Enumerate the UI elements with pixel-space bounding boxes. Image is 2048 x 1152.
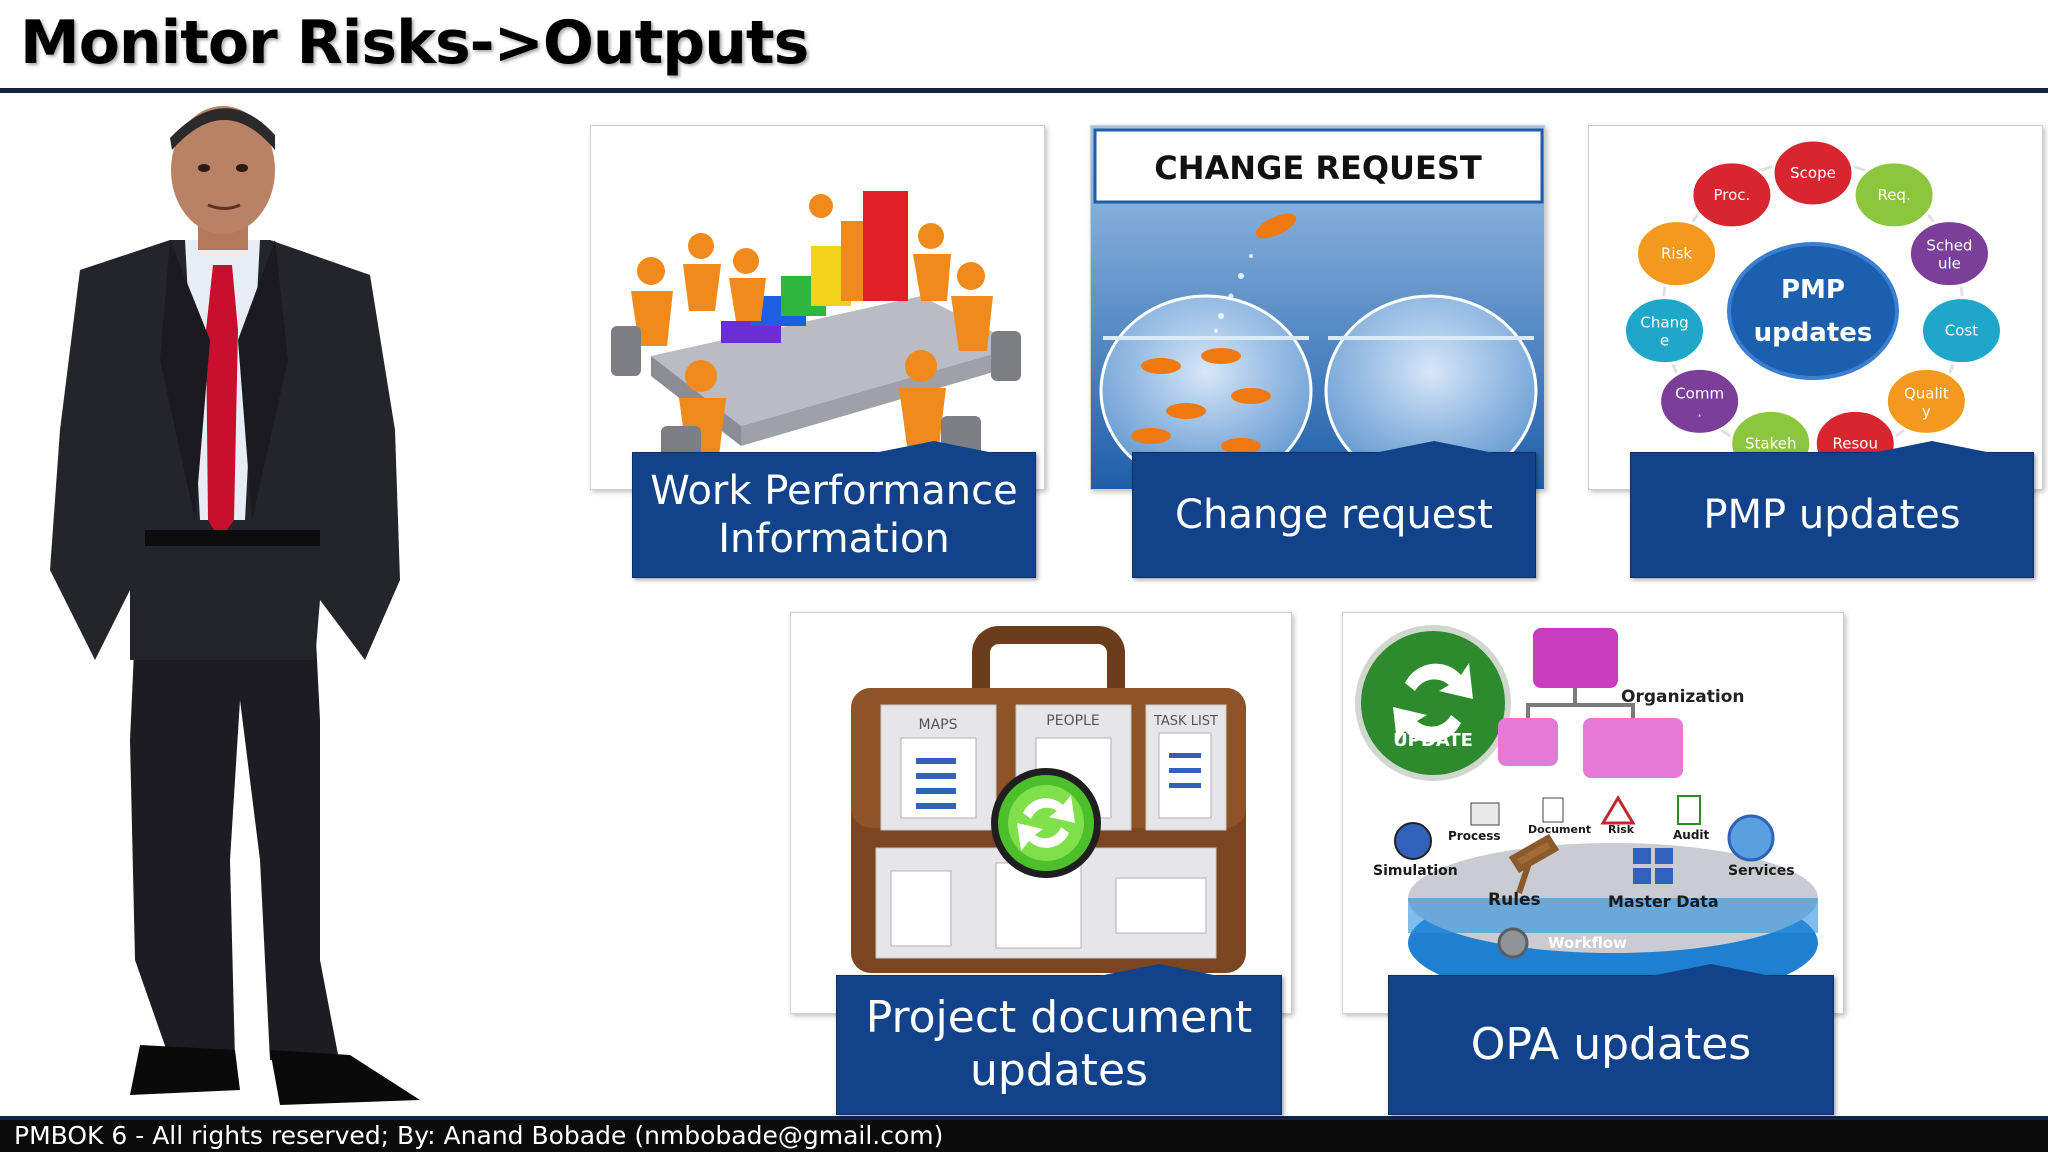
briefcase-panel-people: PEOPLE xyxy=(1046,713,1099,729)
briefcase-panel-maps: MAPS xyxy=(919,717,958,733)
opa-item-risk: Risk xyxy=(1608,823,1635,836)
opa-item-simulation: Simulation xyxy=(1373,863,1458,879)
update-badge xyxy=(1355,625,1511,781)
pmp-node-label: Comm xyxy=(1675,384,1724,402)
output-label-text: OPA updates xyxy=(1470,1018,1752,1070)
pmp-node: Proc. xyxy=(1690,160,1774,230)
process-icon xyxy=(1470,802,1500,826)
services-icon xyxy=(1727,814,1775,862)
opa-item-services: Services xyxy=(1728,863,1795,879)
gear-icon xyxy=(1497,927,1529,959)
document-icon xyxy=(1542,797,1564,823)
simulation-icon xyxy=(1394,822,1432,860)
change-request-banner: CHANGE REQUEST xyxy=(1154,149,1482,187)
output-label-text: Work Performance Information xyxy=(650,468,1018,562)
fish-jump-illustration: CHANGE REQUEST xyxy=(1091,126,1544,489)
pmp-node-label: Req. xyxy=(1877,186,1910,204)
opa-item-process: Process xyxy=(1448,829,1501,843)
pmp-node: Change xyxy=(1623,296,1707,366)
master-data-icon xyxy=(1633,848,1673,884)
output-label-text: Project document updates xyxy=(865,992,1253,1096)
pmp-node: Cost xyxy=(1919,296,2003,366)
pmp-node-label: Sched xyxy=(1926,237,1972,255)
audit-icon xyxy=(1677,795,1701,825)
pmp-node: Risk xyxy=(1635,219,1719,289)
risk-icon xyxy=(1600,795,1636,825)
presenter-photo xyxy=(50,106,420,1105)
title-divider xyxy=(0,88,2048,93)
pmp-node-label: Risk xyxy=(1661,245,1692,263)
pmp-node-label: Chang xyxy=(1640,314,1688,332)
pmp-node-label-line2: ule xyxy=(1938,255,1961,273)
pmp-center-line2: updates xyxy=(1754,318,1873,348)
pmp-node-label: Proc. xyxy=(1713,186,1750,204)
opa-item-master-data: Master Data xyxy=(1608,892,1719,911)
opa-item-audit: Audit xyxy=(1673,828,1710,842)
output-label-work-performance: Work Performance Information xyxy=(632,452,1036,578)
output-label-text: PMP updates xyxy=(1703,492,1961,538)
pmp-node-label: Scope xyxy=(1790,164,1836,182)
pmp-node: Comm. xyxy=(1658,366,1742,436)
opa-item-document: Document xyxy=(1528,823,1591,836)
opa-item-workflow: Workflow xyxy=(1548,934,1627,952)
output-label-project-documents: Project document updates xyxy=(836,975,1282,1115)
pmp-node-label-line2: . xyxy=(1697,402,1702,420)
pmp-node-label-line2: y xyxy=(1922,402,1931,420)
output-label-pmp-updates: PMP updates xyxy=(1630,452,2034,578)
briefcase-panel-task-list: TASK LIST xyxy=(1153,714,1218,729)
output-label-text: Change request xyxy=(1175,492,1493,538)
pmp-node-label: Stakeh xyxy=(1745,434,1796,452)
project-documents-image-card: MAPS PEOPLE TASK LIST xyxy=(790,612,1292,1014)
update-badge-text: UPDATE xyxy=(1393,730,1473,751)
pmp-center-line1: PMP xyxy=(1781,275,1845,305)
change-request-image-card: CHANGE REQUEST xyxy=(1090,125,1545,490)
output-label-opa-updates: OPA updates xyxy=(1388,975,1834,1115)
slide-title: Monitor Risks->Outputs xyxy=(20,8,809,78)
organization-label: Organization xyxy=(1621,687,1745,707)
pmp-node-label-line2: e xyxy=(1660,332,1669,350)
opa-item-rules: Rules xyxy=(1488,890,1541,910)
pmp-node-label: Qualit xyxy=(1904,384,1949,402)
footer-copyright: PMBOK 6 - All rights reserved; By: Anand… xyxy=(0,1120,2048,1152)
pmp-node-label: Resou xyxy=(1833,434,1878,452)
team-meeting-illustration xyxy=(611,191,1021,466)
briefcase-illustration: MAPS PEOPLE TASK LIST xyxy=(851,626,1246,973)
pmp-node: Req. xyxy=(1852,160,1936,230)
gavel-icon xyxy=(1508,833,1560,894)
pmp-node-label: Cost xyxy=(1945,322,1978,340)
pmp-center-node xyxy=(1727,242,1899,380)
work-performance-image-card xyxy=(590,125,1045,490)
footer-divider xyxy=(0,1116,2048,1120)
output-label-change-request: Change request xyxy=(1132,452,1536,578)
opa-updates-image-card: UPDATE Organization Process Document Ris… xyxy=(1342,612,1844,1014)
opa-diagram: UPDATE Organization Process Document Ris… xyxy=(1355,625,1818,1003)
pmp-node: Scope xyxy=(1771,138,1855,208)
